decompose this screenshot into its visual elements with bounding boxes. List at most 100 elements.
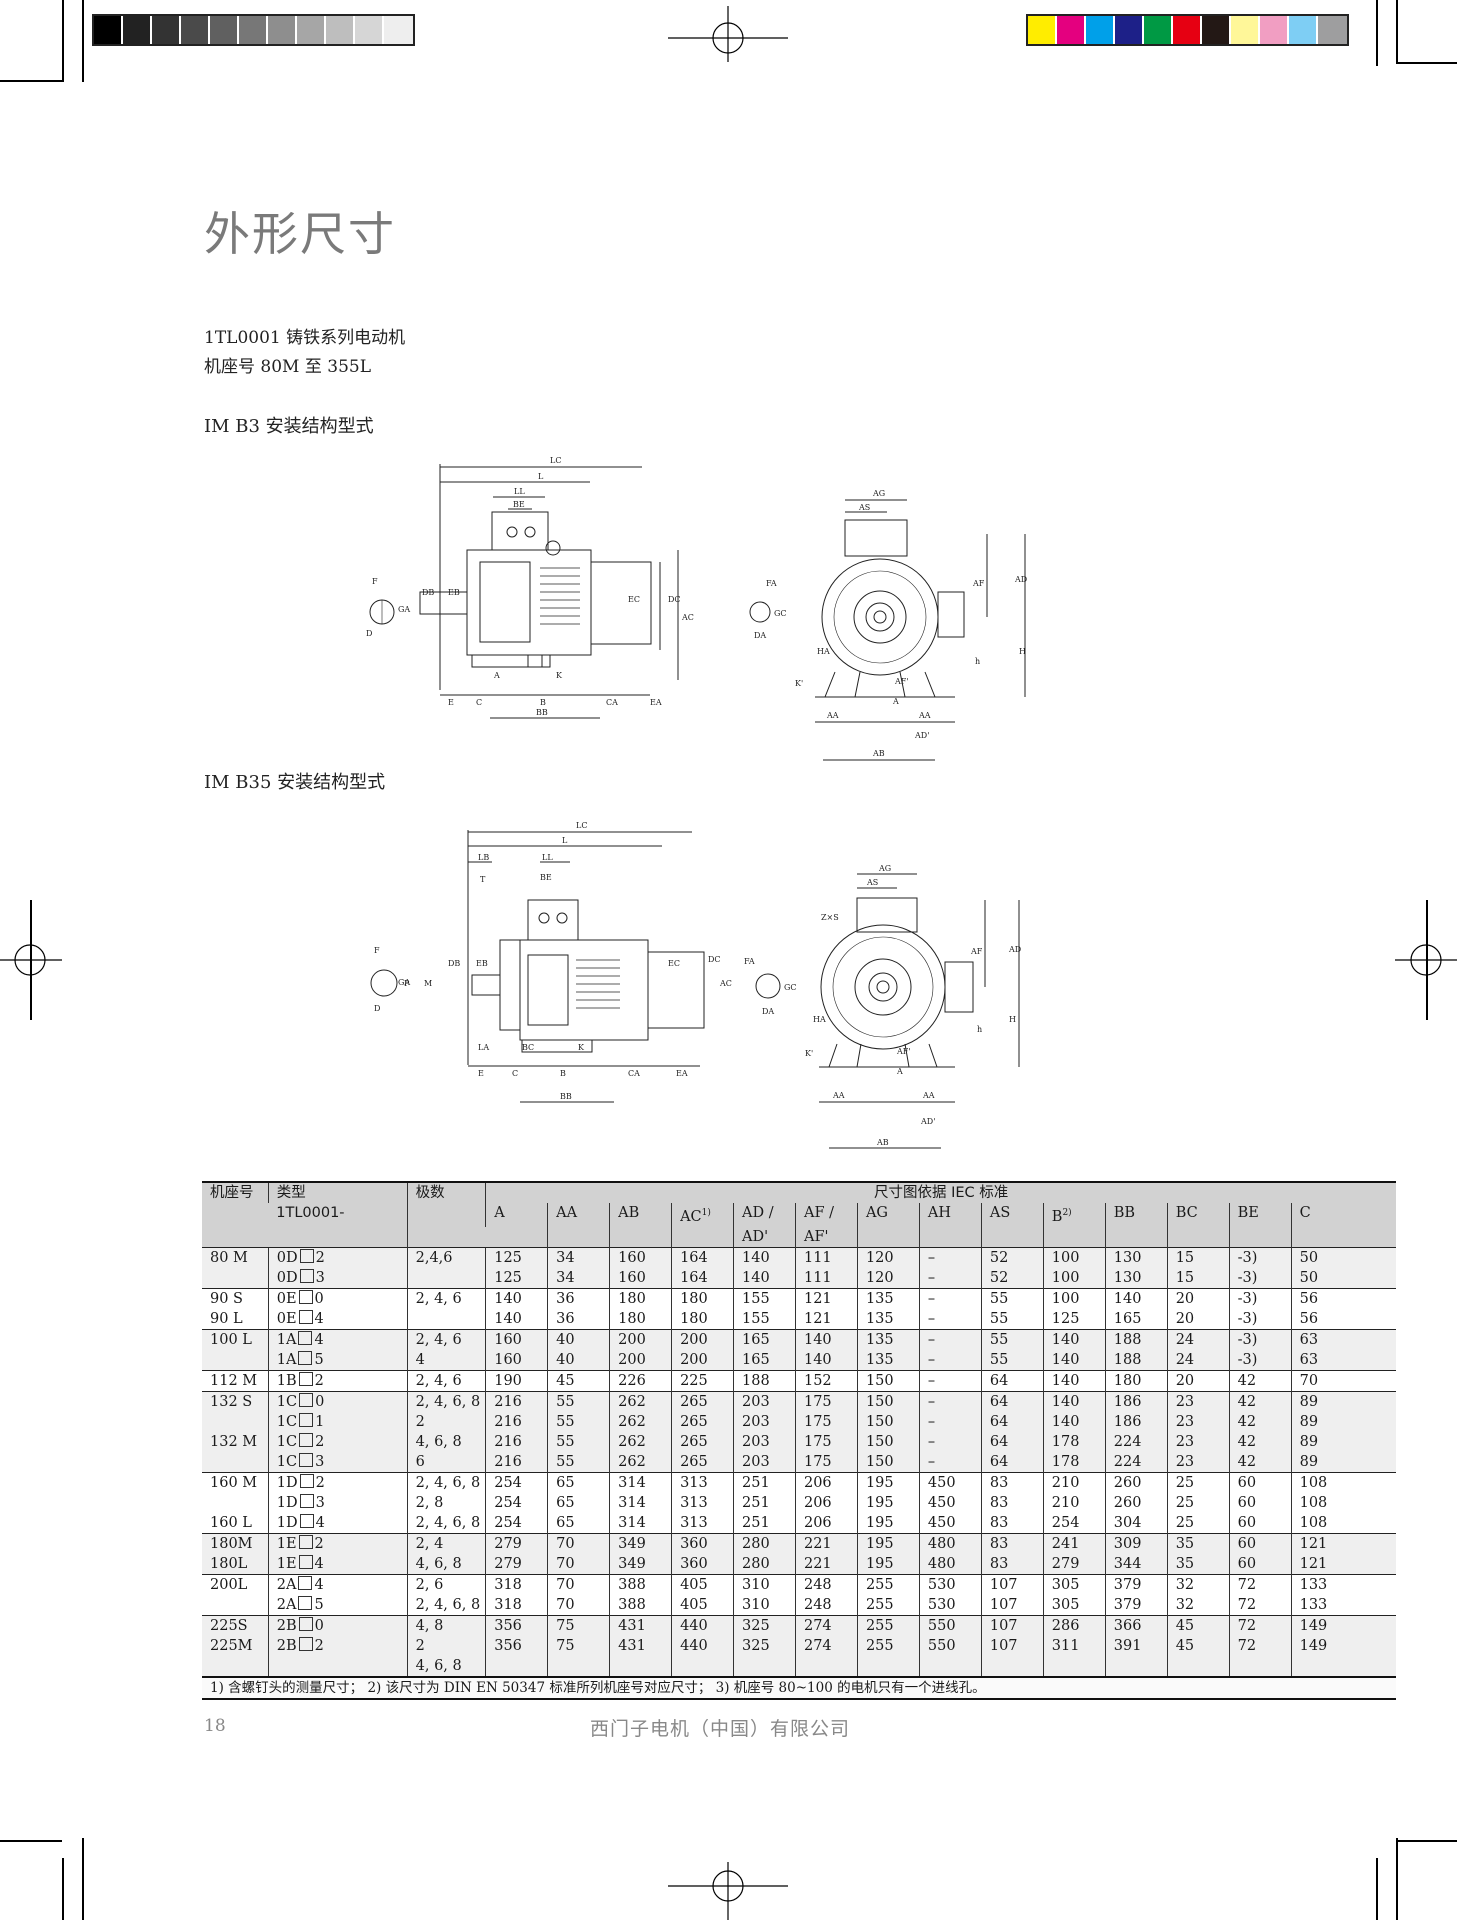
value-cell: 135 xyxy=(856,1308,920,1330)
svg-text:LA: LA xyxy=(478,1043,489,1052)
value-cell: – xyxy=(918,1308,982,1330)
value-cell: 140 xyxy=(1042,1369,1106,1392)
value-cell: 32 xyxy=(1166,1594,1230,1616)
svg-text:DB: DB xyxy=(448,959,460,968)
value-cell xyxy=(856,1655,920,1677)
value-cell: 313 xyxy=(671,1471,734,1493)
value-cell: 379 xyxy=(1104,1573,1168,1595)
value-cell: 313 xyxy=(671,1492,734,1513)
frame-cell: 132 S xyxy=(202,1390,269,1412)
value-cell: 55 xyxy=(980,1287,1044,1309)
value-cell: 140 xyxy=(1042,1411,1106,1432)
checkbox-placeholder xyxy=(299,1473,314,1488)
value-cell: 83 xyxy=(980,1532,1044,1554)
value-cell: 279 xyxy=(485,1532,548,1554)
value-cell: 248 xyxy=(794,1573,858,1595)
value-cell: 72 xyxy=(1228,1573,1292,1595)
checkbox-placeholder xyxy=(299,1432,314,1447)
value-cell xyxy=(1104,1655,1168,1677)
value-cell: 254 xyxy=(485,1471,548,1493)
frame-cell: 90 L xyxy=(210,1310,243,1327)
figure-title-b35: IM B35 安装结构型式 xyxy=(204,772,386,793)
value-cell: 15 xyxy=(1166,1246,1230,1268)
svg-text:Z×S: Z×S xyxy=(821,913,839,922)
intro-text: 1TL0001 铸铁系列电动机 机座号 80M 至 355L xyxy=(204,324,405,382)
checkbox-placeholder xyxy=(298,1330,313,1345)
color-swatch xyxy=(1318,16,1347,44)
svg-text:AF: AF xyxy=(972,579,985,588)
svg-text:AA: AA xyxy=(826,711,839,720)
value-cell: 20 xyxy=(1166,1369,1230,1392)
value-cell: 24 xyxy=(1166,1328,1230,1350)
value-cell: 440 xyxy=(671,1614,734,1636)
svg-text:D: D xyxy=(366,629,372,638)
svg-text:K: K xyxy=(556,671,563,680)
value-cell: 530 xyxy=(918,1594,982,1616)
checkbox-placeholder xyxy=(298,1554,313,1569)
value-cell: 260 xyxy=(1104,1492,1168,1513)
value-cell: 280 xyxy=(733,1532,796,1554)
value-cell: 195 xyxy=(856,1492,920,1513)
value-cell: 150 xyxy=(856,1451,920,1473)
value-cell xyxy=(794,1655,858,1677)
drawing-b3-front-view: AG AS AD AF H h HA K' AF' A AA AA AD' AB xyxy=(795,482,1035,776)
value-cell: 480 xyxy=(918,1553,982,1575)
value-cell: 254 xyxy=(1042,1512,1106,1534)
value-cell: 262 xyxy=(609,1411,672,1432)
value-cell: 34 xyxy=(547,1246,610,1268)
svg-text:D: D xyxy=(374,1004,380,1013)
value-cell: 121 xyxy=(794,1308,858,1330)
value-cell: 450 xyxy=(918,1471,982,1493)
svg-text:K: K xyxy=(578,1043,585,1052)
value-cell: 60 xyxy=(1228,1471,1292,1493)
value-cell: 310 xyxy=(733,1573,796,1595)
value-cell: 89 xyxy=(1290,1390,1396,1412)
column-header-sub xyxy=(1104,1226,1168,1248)
value-cell xyxy=(1042,1655,1106,1677)
value-cell: 313 xyxy=(671,1512,734,1534)
svg-text:AB: AB xyxy=(872,749,885,758)
value-cell: 72 xyxy=(1228,1635,1292,1656)
svg-text:E: E xyxy=(448,698,454,707)
crop-mark xyxy=(82,0,84,82)
column-header: AB xyxy=(609,1203,672,1227)
value-cell: 23 xyxy=(1166,1411,1230,1432)
value-cell: 314 xyxy=(609,1492,672,1513)
crop-mark xyxy=(0,80,62,82)
value-cell: 149 xyxy=(1290,1614,1396,1636)
poles-cell: 2,4,6 xyxy=(406,1246,486,1268)
value-cell: 255 xyxy=(856,1594,920,1616)
value-cell: 108 xyxy=(1290,1471,1396,1493)
value-cell: 55 xyxy=(980,1349,1044,1371)
checkbox-placeholder xyxy=(299,1248,314,1263)
column-header-sub xyxy=(1166,1226,1230,1248)
value-cell: 203 xyxy=(733,1431,796,1452)
svg-text:DB: DB xyxy=(422,588,434,597)
value-cell: 55 xyxy=(547,1411,610,1432)
frame-cell xyxy=(202,1349,269,1371)
svg-text:EA: EA xyxy=(650,698,662,707)
svg-text:BE: BE xyxy=(513,500,525,509)
poles-cell: 2, 4, 6 xyxy=(406,1369,486,1392)
color-swatch xyxy=(1057,16,1086,44)
checkbox-placeholder xyxy=(298,1595,313,1610)
value-cell: 164 xyxy=(671,1246,734,1268)
value-cell: 216 xyxy=(485,1431,548,1452)
value-cell: 100 xyxy=(1042,1246,1106,1268)
svg-text:B: B xyxy=(540,698,546,707)
value-cell: 55 xyxy=(980,1308,1044,1330)
value-cell: -3) xyxy=(1228,1246,1292,1268)
value-cell: 195 xyxy=(856,1532,920,1554)
value-cell: 140 xyxy=(733,1246,796,1268)
registration-mark-left xyxy=(0,944,62,976)
svg-text:AF': AF' xyxy=(894,677,909,686)
value-cell: 314 xyxy=(609,1471,672,1493)
